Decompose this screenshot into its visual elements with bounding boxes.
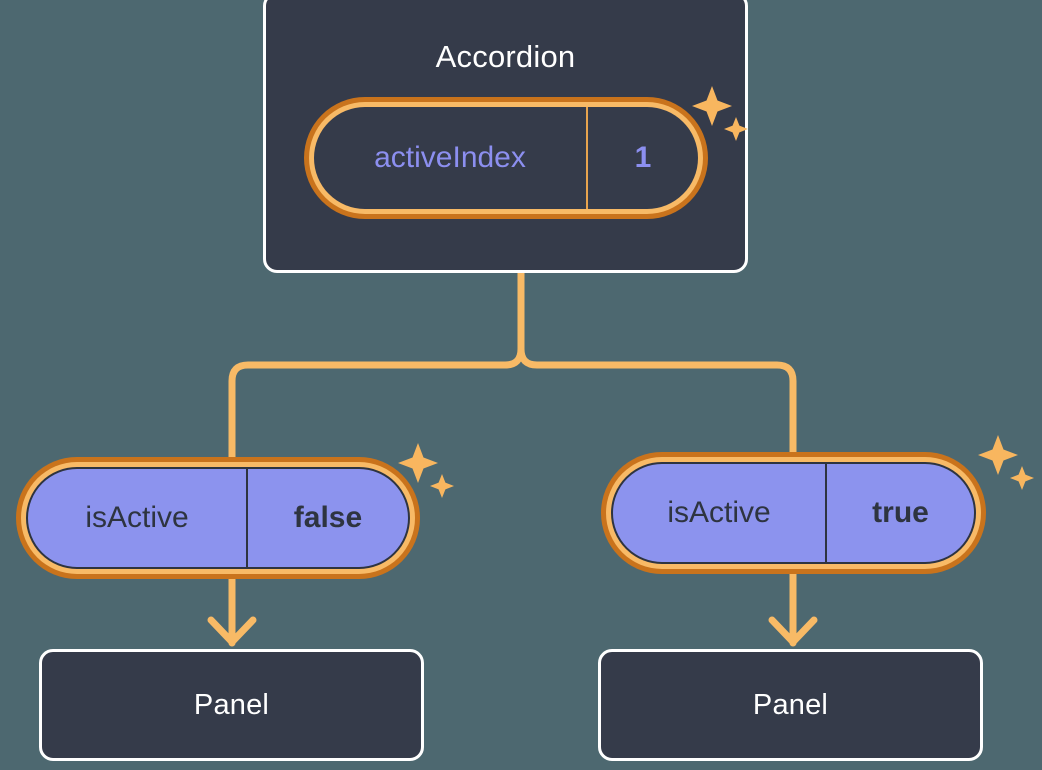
pill-body: activeIndex 1: [314, 107, 698, 209]
pill-ring-inner: activeIndex 1: [309, 102, 703, 214]
prop-value-label: true: [825, 464, 974, 562]
connector-root-to-left: [228, 268, 525, 461]
panel-component-card-right[interactable]: Panel: [598, 649, 983, 761]
pill-ring-inner: isActive false: [21, 462, 415, 574]
state-pill-active-index[interactable]: activeIndex 1: [304, 97, 708, 219]
state-pill-is-active-false[interactable]: isActive false: [16, 457, 420, 579]
prop-value-label: false: [246, 469, 408, 567]
panel-title: Panel: [193, 688, 270, 721]
sparkle-small-icon: [430, 474, 454, 498]
accordion-title: Accordion: [435, 39, 576, 74]
prop-key-label: isActive: [85, 501, 189, 534]
arrowhead-right-icon: [768, 616, 818, 646]
pill-body: isActive true: [611, 462, 976, 564]
sparkle-small-icon: [1010, 466, 1034, 490]
prop-key-label: isActive: [667, 496, 771, 529]
pill-body: isActive false: [26, 467, 410, 569]
connector-root-to-right: [517, 268, 797, 456]
panel-title: Panel: [752, 688, 829, 721]
sparkle-large-icon: [978, 435, 1018, 475]
state-pill-is-active-true[interactable]: isActive true: [601, 452, 986, 574]
sparkles-icon: [978, 435, 1034, 490]
state-key-label: activeIndex: [374, 141, 526, 174]
panel-component-card-left[interactable]: Panel: [39, 649, 424, 761]
state-value-label: 1: [586, 107, 698, 209]
arrowhead-left-icon: [207, 616, 257, 646]
pill-ring-inner: isActive true: [606, 457, 981, 569]
